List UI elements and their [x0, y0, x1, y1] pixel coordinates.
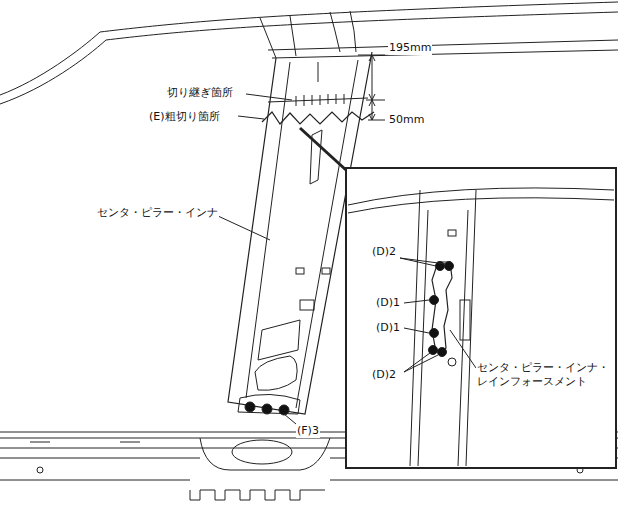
part-label: (E)粗切り箇所: [148, 110, 221, 124]
dimension-label: 50mm: [388, 113, 425, 127]
callout-number: (D)2: [371, 245, 397, 259]
callout-number: (F)3: [296, 424, 320, 438]
callout-number: (D)1: [375, 321, 401, 335]
part-label: 切り継ぎ箇所: [166, 86, 234, 100]
part-label: センタ・ピラー・インナ・ レインフォースメント: [476, 361, 614, 389]
dimension-label: 195mm: [388, 41, 432, 55]
callout-number: (D)2: [371, 368, 397, 382]
part-label: センタ・ピラー・インナ: [96, 206, 219, 220]
callout-number: (D)1: [375, 296, 401, 310]
